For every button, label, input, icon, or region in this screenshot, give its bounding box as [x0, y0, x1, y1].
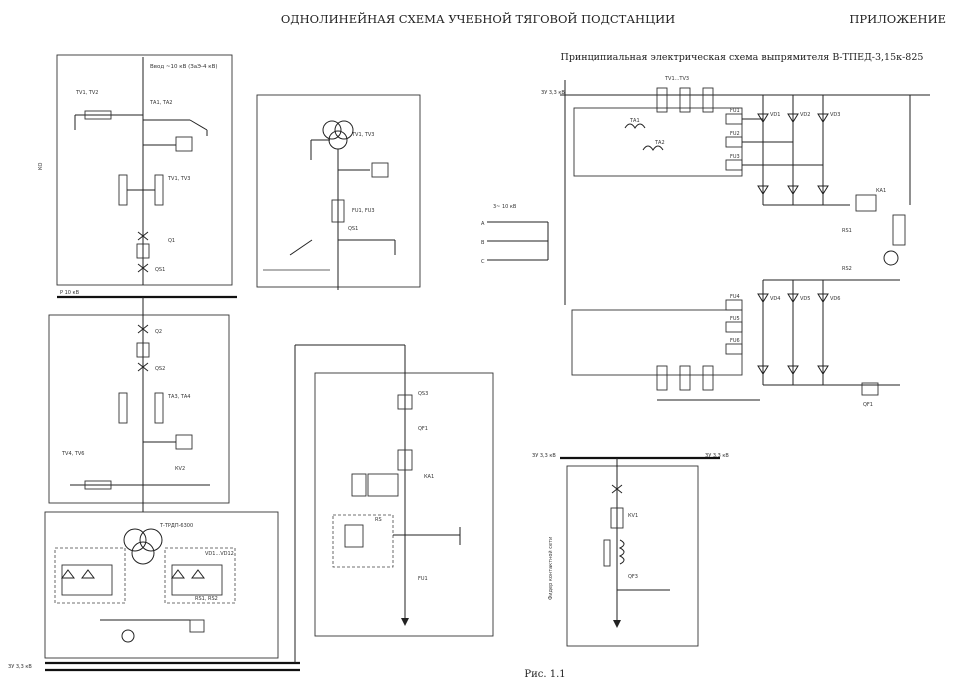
ta-label: ТА1, ТА2 — [149, 100, 173, 106]
qs2-label: QS2 — [155, 366, 165, 372]
rectifier-schema-title: Принципиальная электрическая схема выпря… — [561, 52, 924, 63]
vd2-label: VD2 — [800, 112, 810, 118]
vd3-label: VD3 — [830, 112, 840, 118]
tsn-qs-label: QS1 — [348, 226, 358, 232]
input-bus-label: Ввод ~10 кВ (ЗаЭ-4 кВ) — [150, 64, 218, 70]
rect-tv-label: ТV1...ТV3 — [664, 76, 689, 82]
vd-label: VD1...VD12 — [205, 551, 234, 557]
q1-label: Q1 — [168, 238, 175, 244]
rect-fu3-label: FU3 — [730, 154, 740, 160]
phase-c-label: С — [481, 259, 485, 265]
phase-a-label: А — [481, 221, 485, 227]
bus-10kv-label: Р 10 кВ — [60, 290, 80, 296]
tv-label: ТV1, ТV2 — [75, 90, 99, 96]
mid-tv-label: ТV4, ТV6 — [61, 451, 85, 457]
mid-cell-frame — [48, 314, 230, 504]
mid-kv-label: КV2 — [175, 466, 185, 472]
rect-fu5-label: FU5 — [730, 316, 740, 322]
rectifier-cell: Т-ТРДП-6300 VD1...VD12 RS1, RS2 — [44, 511, 279, 659]
rect-fu-label: FU1 — [730, 108, 740, 114]
qs1-label: QS1 — [155, 267, 165, 273]
rectifier-schema: ЗУ 3,3 кВ ТV1...ТV3 ТА1 ТА2 FU1 FU2 FU3 … — [541, 76, 930, 408]
tv-bus-label: ТV1, ТV3 — [167, 176, 191, 182]
mid-ta-label: ТА3, ТА4 — [167, 394, 191, 400]
dc-qs-label: QS3 — [418, 391, 428, 397]
vd5-label: VD5 — [800, 296, 810, 302]
dc-cell-frame — [314, 372, 494, 637]
tsn-fu-label: FU1, FU3 — [352, 208, 375, 214]
vd6-label: VD6 — [830, 296, 840, 302]
rect-fu6-label: FU6 — [730, 338, 740, 344]
vd1-label: VD1 — [770, 112, 780, 118]
feeder-cell-frame — [566, 465, 699, 647]
rect-rs-label: RS1 — [842, 228, 852, 234]
tsn-cell: ТV1, ТV3 FU1, FU3 QS1 — [256, 94, 421, 290]
feeder-side-label: Фидер контактной сети — [547, 537, 554, 600]
rect-ta-label: ТА1 — [629, 118, 640, 124]
q2-label: Q2 — [155, 329, 162, 335]
main-transformer-label: Т-ТРДП-6300 — [159, 523, 193, 529]
sheet-title: ОДНОЛИНЕЙНАЯ СХЕМА УЧЕБНОЙ ТЯГОВОЙ ПОДСТ… — [281, 12, 675, 26]
bus-33-label: ЗУ 3,3 кВ — [8, 664, 32, 670]
tsn-tv-label: ТV1, ТV3 — [351, 132, 375, 138]
rect-fu4-label: FU4 — [730, 294, 740, 300]
rect-fu2-label: FU2 — [730, 131, 740, 137]
rect-ta2-label: ТА2 — [654, 140, 665, 146]
feeder-qf-label: QF3 — [628, 574, 638, 580]
rect-bus-label: ЗУ 3,3 кВ — [541, 90, 565, 96]
dc-fu-label: FU1 — [418, 576, 428, 582]
rectifier-cell-frame — [44, 511, 279, 659]
appendix-label: ПРИЛОЖЕНИЕ — [849, 12, 946, 26]
input-cell: Ввод ~10 кВ (ЗаЭ-4 кВ) ТV1, ТV2 ТА1, ТА2… — [38, 54, 233, 286]
mid-cell: Q2 QS2 ТА3, ТА4 ТV4, ТV6 КV2 — [48, 297, 230, 512]
rect-qf-label: QF1 — [863, 402, 873, 408]
rect-ka-label: КА1 — [876, 188, 886, 194]
dc-rs-label: RS — [375, 517, 382, 523]
rect-rs2-label: RS2 — [842, 266, 852, 272]
vd4-label: VD4 — [770, 296, 780, 302]
phase-b-label: В — [481, 240, 485, 246]
feeder-kv-label: КV1 — [628, 513, 638, 519]
phase-block: 3~ 10 кВ А В С — [481, 204, 549, 265]
input-cell-side-label: КО — [38, 162, 44, 170]
figure-caption: Рис. 1.1 — [524, 669, 565, 680]
bus-33b-label: ЗУ 3,3 кВ — [532, 453, 556, 459]
input-cell-frame — [56, 54, 233, 286]
feeder-cell: ЗУ 3,3 кВ ЗУ 3,3 кВ КV1 QF3 Фидер контак… — [532, 453, 729, 647]
supply-label: 3~ 10 кВ — [493, 204, 517, 210]
dc-ka-label: КА1 — [424, 474, 434, 480]
dc-cell: QS3 QF1 КА1 RS FU1 — [294, 344, 494, 663]
dc-qf-label: QF1 — [418, 426, 428, 432]
bus-minus-label: ЗУ 3,3 кВ — [705, 453, 729, 459]
rectifier-rs-label: RS1, RS2 — [195, 596, 218, 602]
